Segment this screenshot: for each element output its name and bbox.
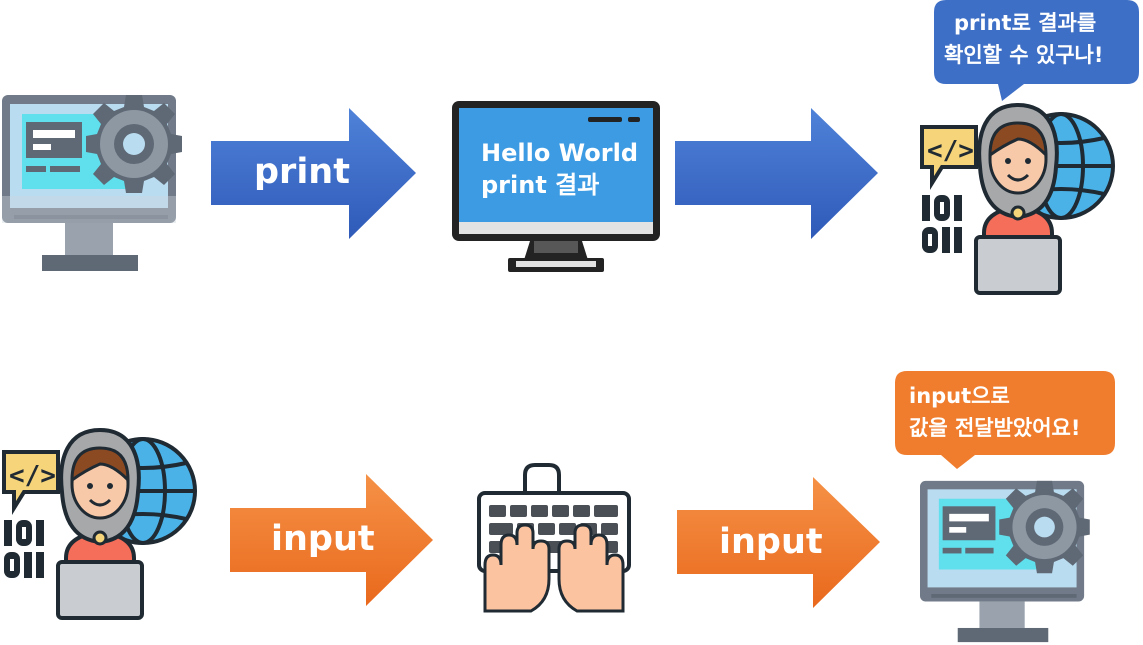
- speech-bubble-input: input으로 값을 전달받았어요!: [895, 371, 1115, 470]
- keyboard-hands-icon: [477, 461, 631, 615]
- computer-gear-icon: [0, 92, 182, 274]
- input-arrow-2-label: input: [719, 522, 823, 562]
- developer-icon: </>: [918, 102, 1118, 299]
- screen-line-1: Hello World: [481, 139, 639, 167]
- developer-icon-bottom: </>: [0, 427, 200, 624]
- svg-text:</>: </>: [9, 461, 56, 491]
- print-arrow-2: [675, 108, 878, 239]
- input-arrow-2: input: [677, 477, 880, 608]
- bubble-input-line-1: input으로: [909, 384, 1010, 408]
- computer-gear-icon-bottom: [918, 478, 1090, 644]
- input-arrow-1-label: input: [271, 519, 375, 559]
- svg-text:</>: </>: [927, 136, 974, 166]
- screen-line-2: print 결과: [481, 171, 600, 199]
- input-arrow-1: input: [230, 474, 433, 606]
- bubble-input-line-2: 값을 전달받았어요!: [909, 416, 1081, 440]
- monitor-icon: Hello World print 결과: [450, 99, 662, 273]
- speech-bubble-print: print로 결과를 확인할 수 있구나!: [934, 0, 1139, 102]
- print-arrow-label: print: [254, 152, 350, 192]
- print-arrow-1: print: [211, 108, 416, 239]
- bubble-print-line-1: print로 결과를: [954, 11, 1097, 35]
- bubble-print-line-2: 확인할 수 있구나!: [944, 43, 1104, 67]
